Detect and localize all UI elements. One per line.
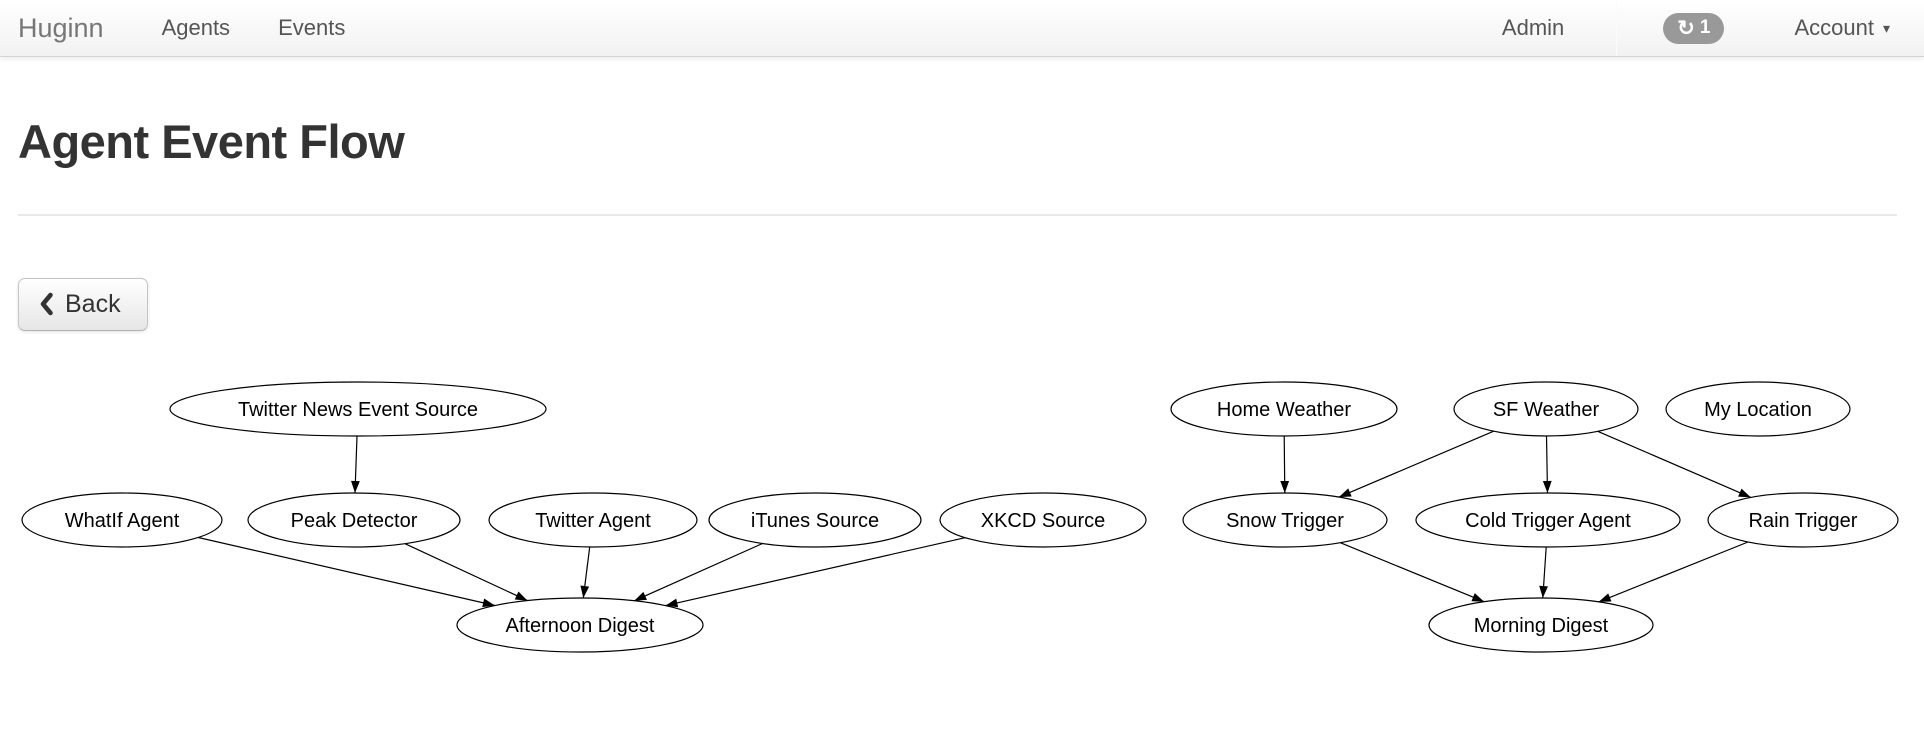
- node-label: Rain Trigger: [1749, 510, 1858, 532]
- graph-node-my-location: My Location: [1665, 381, 1851, 437]
- navbar-divider: [1616, 0, 1618, 56]
- page-content: Agent Event Flow Back: [0, 116, 1924, 331]
- graph-edge-home-weather-to-snow-trigger: [1280, 435, 1290, 493]
- account-menu-toggle[interactable]: Account ▾: [1794, 15, 1890, 41]
- graph-edge-rain-trigger-to-morning-digest: [1598, 541, 1749, 603]
- node-label: SF Weather: [1493, 399, 1600, 421]
- graph-node-peak-detector: Peak Detector: [247, 492, 461, 548]
- title-divider: [18, 213, 1897, 216]
- back-button[interactable]: Back: [18, 277, 148, 331]
- node-label: Twitter Agent: [535, 510, 651, 532]
- node-ellipse: [1182, 492, 1388, 548]
- node-ellipse: [1453, 381, 1639, 437]
- graph-edge-whatif-agent-to-afternoon-digest: [198, 536, 496, 607]
- node-label: Home Weather: [1217, 399, 1351, 421]
- graph-node-morning-digest: Morning Digest: [1428, 597, 1654, 653]
- primary-nav: Agents Events: [162, 15, 346, 41]
- graph-edge-sf-weather-to-snow-trigger: [1338, 430, 1494, 498]
- chevron-left-icon: [40, 292, 53, 316]
- graph-edge-cold-trigger-agent-to-morning-digest: [1539, 546, 1548, 598]
- node-ellipse: [939, 492, 1147, 548]
- node-label: My Location: [1704, 399, 1812, 421]
- graph-node-home-weather: Home Weather: [1170, 381, 1398, 437]
- nav-item-agents[interactable]: Agents: [161, 15, 231, 40]
- graph-node-rain-trigger: Rain Trigger: [1707, 492, 1899, 548]
- refresh-icon: ↻: [1677, 16, 1695, 40]
- navbar-right: Admin ↻ 1 Account ▾: [1502, 0, 1890, 56]
- nav-item-admin[interactable]: Admin: [1501, 15, 1565, 40]
- graph-node-afternoon-digest: Afternoon Digest: [456, 597, 704, 653]
- node-label: Afternoon Digest: [506, 615, 655, 637]
- node-label: XKCD Source: [981, 510, 1106, 532]
- node-label: WhatIf Agent: [65, 510, 180, 532]
- graph-node-sf-weather: SF Weather: [1453, 381, 1639, 437]
- back-button-label: Back: [65, 289, 121, 318]
- graph-node-xkcd-source: XKCD Source: [939, 492, 1147, 548]
- graph-node-twitter-news-event-source: Twitter News Event Source: [169, 381, 547, 437]
- job-count: 1: [1699, 17, 1711, 38]
- page-title: Agent Event Flow: [18, 115, 405, 168]
- graph-edge-snow-trigger-to-morning-digest: [1340, 541, 1485, 602]
- node-ellipse: [488, 492, 698, 548]
- node-ellipse: [1428, 597, 1654, 653]
- node-ellipse: [1170, 381, 1398, 437]
- node-ellipse: [708, 492, 922, 548]
- graph-node-itunes-source: iTunes Source: [708, 492, 922, 548]
- node-ellipse: [1415, 492, 1681, 548]
- job-count-badge[interactable]: ↻ 1: [1663, 12, 1725, 44]
- node-label: Cold Trigger Agent: [1465, 510, 1631, 532]
- graph-node-snow-trigger: Snow Trigger: [1182, 492, 1388, 548]
- node-ellipse: [247, 492, 461, 548]
- node-ellipse: [456, 597, 704, 653]
- graph-node-whatif-agent: WhatIf Agent: [21, 492, 223, 548]
- node-label: Twitter News Event Source: [238, 399, 478, 421]
- nav-item-events[interactable]: Events: [278, 15, 346, 40]
- graph-node-cold-trigger-agent: Cold Trigger Agent: [1415, 492, 1681, 548]
- node-ellipse: [21, 492, 223, 548]
- graph-edge-itunes-source-to-afternoon-digest: [633, 542, 763, 602]
- graph-edge-twitter-agent-to-afternoon-digest: [580, 546, 591, 598]
- graph-edge-peak-detector-to-afternoon-digest: [404, 542, 528, 601]
- navbar: Huginn Agents Events Admin ↻ 1 Account ▾: [0, 0, 1924, 57]
- graph-edge-sf-weather-to-rain-trigger: [1597, 430, 1752, 498]
- graph-edge-xkcd-source-to-afternoon-digest: [665, 536, 966, 607]
- brand-link[interactable]: Huginn: [18, 12, 104, 43]
- node-label: Snow Trigger: [1226, 510, 1344, 532]
- node-label: Peak Detector: [291, 510, 418, 532]
- graph-node-twitter-agent: Twitter Agent: [488, 492, 698, 548]
- node-ellipse: [169, 381, 547, 437]
- node-label: Morning Digest: [1474, 615, 1609, 637]
- node-ellipse: [1665, 381, 1851, 437]
- node-label: iTunes Source: [751, 510, 879, 532]
- account-label: Account: [1794, 15, 1874, 40]
- caret-down-icon: ▾: [1882, 20, 1890, 36]
- graph-edge-twitter-news-event-source-to-peak-detector: [351, 435, 360, 493]
- graph-edge-sf-weather-to-cold-trigger-agent: [1542, 435, 1552, 493]
- node-ellipse: [1707, 492, 1899, 548]
